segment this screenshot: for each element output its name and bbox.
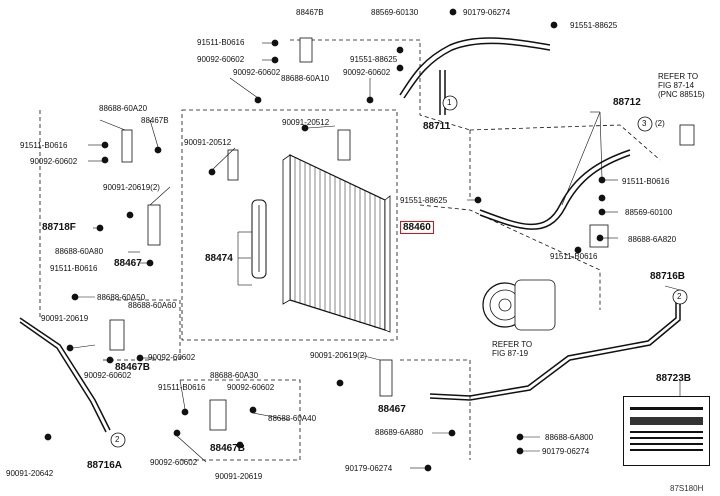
label-90179-06274-b: 90179-06274 xyxy=(542,447,590,456)
label-90092-60602-h: 90092-60602 xyxy=(150,458,198,467)
label-91551-88625-b: 91551-88625 xyxy=(350,55,398,64)
bolts xyxy=(44,8,606,472)
label-90091-20619-b: 90091-20619 xyxy=(215,472,263,481)
label-91551-88625-c: 91551-88625 xyxy=(400,196,448,205)
label-88688-6A820: 88688-6A820 xyxy=(628,235,677,244)
label-90092-60602-e: 90092-60602 xyxy=(148,353,196,362)
callout-2-right: 2 xyxy=(677,292,682,301)
label-90092-60602-f: 90092-60602 xyxy=(84,371,132,380)
label-88569-60130: 88569-60130 xyxy=(371,8,419,17)
label-88711: 88711 xyxy=(423,121,451,132)
label-90179-06274-top: 90179-06274 xyxy=(463,8,511,17)
label-91511-B0616-f: 91511-B0616 xyxy=(158,383,206,392)
label-90091-20619-2-b: 90091-20619(2) xyxy=(310,351,367,360)
label-90092-60602-d: 90092-60602 xyxy=(30,157,78,166)
brackets xyxy=(109,37,695,431)
label-90092-60602-b: 90092-60602 xyxy=(343,68,391,77)
label-88712: 88712 xyxy=(613,97,641,108)
label-90091-20642: 90091-20642 xyxy=(6,469,54,478)
label-88474: 88474 xyxy=(205,253,233,264)
hose-88711 xyxy=(399,37,551,115)
label-90091-20512-b: 90091-20512 xyxy=(282,118,330,127)
label-88467B-mid: 88467B xyxy=(115,362,151,373)
callout-1: 1 xyxy=(447,98,452,107)
label-88467-left: 88467 xyxy=(114,258,142,269)
label-91511-B0616-b: 91511-B0616 xyxy=(20,141,68,150)
label-88467B-bottom: 88467B xyxy=(210,443,246,454)
label-91511-B0616-a: 91511-B0616 xyxy=(197,38,245,47)
label-90091-20619-a: 90091-20619 xyxy=(41,314,89,323)
label-88467B-left: 88467B xyxy=(141,116,169,125)
label-88723B: 88723B xyxy=(656,373,692,384)
label-88569-60100: 88569-60100 xyxy=(625,208,673,217)
refer-fig-87-19: REFER TO FIG 87-19 xyxy=(492,340,533,358)
label-88718F: 88718F xyxy=(42,222,76,233)
label-91511-B0616-d: 91511-B0616 xyxy=(50,264,98,273)
caution-label-card xyxy=(623,396,710,466)
compressor xyxy=(482,279,556,331)
label-88688-60A60: 88688-60A60 xyxy=(128,301,177,310)
label-90092-60602-a: 90092-60602 xyxy=(197,55,245,64)
label-88688-60A80: 88688-60A80 xyxy=(55,247,104,256)
callout-2-left: 2 xyxy=(115,435,120,444)
label-90091-20512-a: 90091-20512 xyxy=(184,138,232,147)
label-88688-60A40: 88688-60A40 xyxy=(268,414,317,423)
label-88688-6A800: 88688-6A800 xyxy=(545,433,594,442)
condenser-fins xyxy=(294,158,381,329)
label-91511-B0616-c: 91511-B0616 xyxy=(622,177,670,186)
label-88688-60A20: 88688-60A20 xyxy=(99,104,148,113)
label-88688-60A10: 88688-60A10 xyxy=(281,74,330,83)
label-90179-06274-c: 90179-06274 xyxy=(345,464,393,473)
callout-2-paren: (2) xyxy=(655,119,665,128)
receiver-drier xyxy=(251,199,267,279)
label-90092-60602-g: 90092-60602 xyxy=(227,383,275,392)
pipe-88716A xyxy=(19,317,111,433)
label-91511-B0616-e: 91511-B0616 xyxy=(550,252,598,261)
hose-88712 xyxy=(479,149,631,230)
label-91551-88625-top: 91551-88625 xyxy=(570,21,618,30)
label-88460-highlighted: 88460 xyxy=(400,221,434,234)
label-88716B: 88716B xyxy=(650,271,686,282)
condenser-core xyxy=(282,154,391,333)
leader-lines xyxy=(72,42,681,469)
label-88716A: 88716A xyxy=(87,460,123,471)
label-90092-60602-c: 90092-60602 xyxy=(233,68,281,77)
figure-code: 87S180H xyxy=(670,484,704,493)
label-90091-20619-2-a: 90091-20619(2) xyxy=(103,183,160,192)
label-88467B-top: 88467B xyxy=(296,8,324,17)
label-88689-6A880: 88689-6A880 xyxy=(375,428,424,437)
pipe-88716B xyxy=(429,300,681,401)
label-88688-60A30: 88688-60A30 xyxy=(210,371,259,380)
label-88467-bottom: 88467 xyxy=(378,404,406,415)
callout-3: 3 xyxy=(642,119,647,128)
label-88688-60A50: 88688-60A50 xyxy=(97,293,146,302)
refer-fig-87-14: REFER TO FIG 87-14 (PNC 88515) xyxy=(658,72,705,99)
